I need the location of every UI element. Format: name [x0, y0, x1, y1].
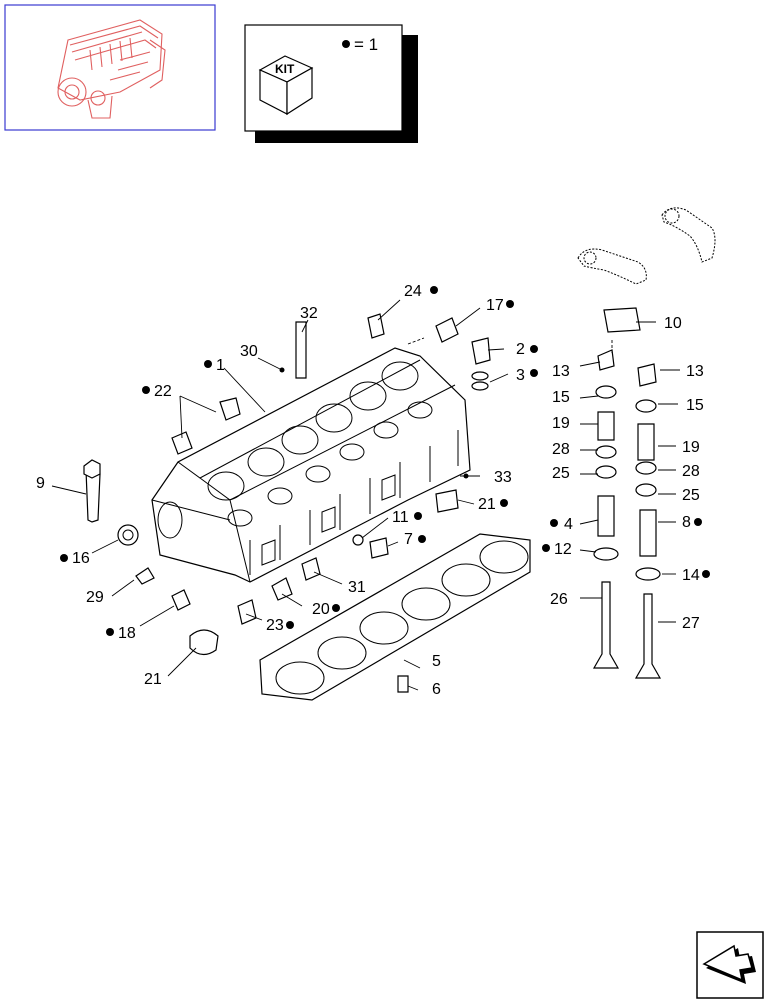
callout-13a: 13	[552, 363, 570, 380]
callout-18: 18	[118, 625, 136, 642]
small-parts-left	[117, 313, 491, 693]
callout-25a: 25	[552, 465, 570, 482]
callout-labels: 1 2 3 4 5 6 7 8 9 10 11 12 13 13 14 15 1…	[36, 283, 710, 698]
callout-8: 8	[682, 514, 691, 531]
callout-33: 33	[494, 469, 512, 486]
callout-25b: 25	[682, 487, 700, 504]
kit-dot-marker	[342, 40, 350, 48]
callout-22: 22	[154, 383, 172, 400]
rocker-arms-reference	[577, 207, 716, 285]
callout-24: 24	[404, 283, 422, 300]
callout-16: 16	[72, 550, 90, 567]
callout-19a: 19	[552, 415, 570, 432]
callout-15b: 15	[686, 397, 704, 414]
callout-14: 14	[682, 567, 700, 584]
callout-17: 17	[486, 297, 504, 314]
callout-1: 1	[216, 357, 225, 374]
callout-9: 9	[36, 475, 45, 492]
callout-10: 10	[664, 315, 682, 332]
callout-21a: 21	[478, 496, 496, 513]
callout-3: 3	[516, 367, 525, 384]
callout-21b: 21	[144, 671, 162, 688]
callout-31: 31	[348, 579, 366, 596]
leader-lines	[51, 299, 680, 691]
head-gasket	[259, 533, 531, 701]
engine-thumbnail-icon[interactable]	[4, 4, 216, 131]
callout-5: 5	[432, 653, 441, 670]
kit-meaning: = 1	[354, 35, 378, 54]
callout-29: 29	[86, 589, 104, 606]
cylinder-head	[151, 347, 471, 583]
valve-train	[592, 307, 662, 679]
callout-26: 26	[550, 591, 568, 608]
callout-2: 2	[516, 341, 525, 358]
callout-28b: 28	[682, 463, 700, 480]
kit-label: KIT	[275, 62, 295, 76]
callout-28a: 28	[552, 441, 570, 458]
callout-4: 4	[564, 516, 573, 533]
callout-19b: 19	[682, 439, 700, 456]
head-bolt	[83, 459, 101, 523]
callout-32: 32	[300, 305, 318, 322]
callout-23: 23	[266, 617, 284, 634]
callout-12: 12	[554, 541, 572, 558]
kit-legend: KIT = 1	[244, 24, 418, 143]
callout-20: 20	[312, 601, 330, 618]
callout-30: 30	[240, 343, 258, 360]
callout-15a: 15	[552, 389, 570, 406]
callout-13b: 13	[686, 363, 704, 380]
callout-27: 27	[682, 615, 700, 632]
callout-6: 6	[432, 681, 441, 698]
next-page-arrow-icon[interactable]	[696, 931, 764, 999]
callout-11: 11	[392, 509, 409, 526]
kit-box-icon: KIT	[258, 55, 314, 116]
callout-7: 7	[404, 531, 413, 548]
